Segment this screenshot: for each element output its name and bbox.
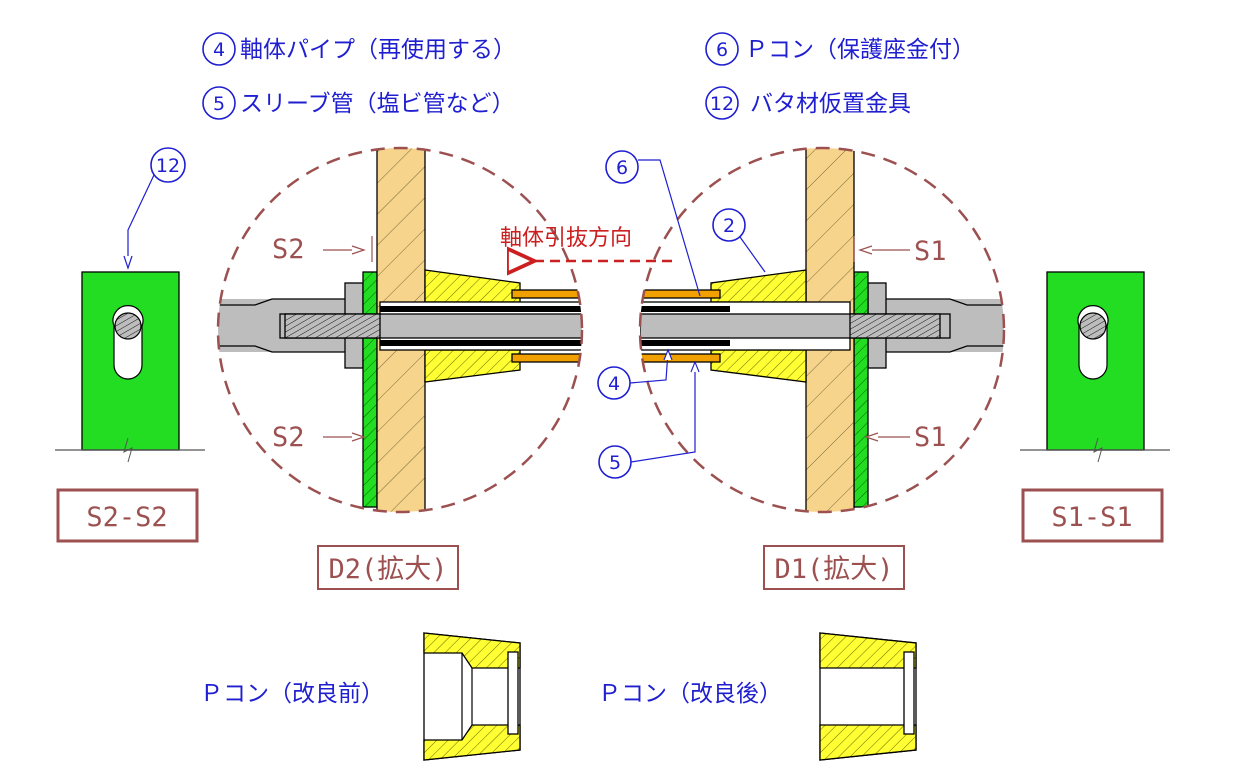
detail-circle: [216, 146, 584, 514]
d2-clipped-content: [218, 148, 582, 512]
bolt-section: [1079, 312, 1107, 340]
sleeve-upper: [640, 289, 721, 299]
rod-outline: [862, 298, 1004, 306]
rod-outline: [862, 345, 1004, 353]
callout-leader: [638, 159, 701, 297]
section-arrow-head: [864, 432, 879, 442]
legend-item-12: 12 バタ材仮置金具: [705, 86, 911, 120]
legend-number-circle: [705, 86, 739, 120]
callout-number: 4: [608, 373, 620, 395]
rod-outline: [218, 298, 360, 306]
legend-item-4: 4 軸体パイプ（再使用する）: [202, 32, 516, 66]
pipe-wall-upper: [380, 306, 582, 312]
callout-circle: [605, 150, 639, 184]
callout-4: 4: [597, 348, 673, 400]
s2-s2-view: 12 S2-S2: [55, 147, 205, 543]
callout-number: 2: [723, 215, 735, 237]
detail-circle: [638, 146, 1006, 514]
callout-leader: [127, 174, 155, 262]
view-title-box: [763, 545, 905, 590]
rod-thread: [849, 313, 941, 339]
legend-item-6: 6 Ｐコン（保護座金付）: [705, 32, 975, 66]
rod-outline: [218, 345, 360, 353]
legend-item-5: 5 スリーブ管（塩ビ管など）: [202, 86, 515, 120]
section-mark: S1: [914, 236, 947, 267]
cone-section-lower: [819, 724, 917, 761]
bolt-section: [114, 312, 142, 340]
callout-circle-12: [150, 147, 186, 183]
p-cone-lower: [424, 349, 521, 383]
p-cone-before-label: Ｐコン（改良前）: [200, 681, 384, 707]
view-title-box: [317, 545, 459, 590]
section-arrow-head: [858, 245, 873, 255]
leader-arrow: [663, 348, 673, 361]
legend-number: 4: [213, 39, 225, 61]
p-cone-lower: [710, 349, 807, 383]
view-title: S2-S2: [86, 502, 167, 533]
callout-2: 2: [712, 208, 766, 273]
withdrawal-direction: 軸体引抜方向: [500, 226, 672, 261]
section-mark: S2: [272, 422, 305, 453]
legend-text: 軸体パイプ（再使用する）: [240, 37, 516, 63]
pipe-wall-lower: [380, 340, 582, 346]
s1-s1-view: S1-S1: [1020, 271, 1170, 543]
sleeve-upper: [511, 289, 582, 299]
legend-number: 6: [716, 39, 728, 61]
view-title: D2(拡大): [328, 554, 447, 585]
section-arrow-head: [351, 245, 366, 255]
d2-detail: S2 S2 D2(拡大): [216, 146, 584, 590]
sleeve-lower: [640, 353, 721, 363]
legend-number-circle: [705, 32, 739, 66]
legend-number-circle: [202, 32, 236, 66]
callout-6: 6: [605, 150, 701, 297]
legend: 4 軸体パイプ（再使用する） 5 スリーブ管（塩ビ管など） 6 Ｐコン（保護座金…: [202, 32, 975, 120]
section-mark: S2: [272, 234, 305, 265]
sleeve-lower: [511, 353, 582, 363]
break-mark: [123, 437, 133, 463]
callout-leader: [739, 236, 766, 273]
callout-5: 5: [598, 360, 700, 479]
arrow-label: 軸体引抜方向: [500, 226, 632, 251]
leader-arrow: [123, 255, 133, 270]
legend-number: 5: [213, 93, 225, 115]
cone-section-upper: [819, 632, 917, 669]
leader-arrow: [690, 360, 700, 373]
pipe-wall-upper: [640, 306, 730, 312]
callout-number: 6: [616, 157, 628, 179]
view-title: S1-S1: [1051, 502, 1132, 533]
callout-leader: [629, 351, 669, 384]
view-title-box: [1021, 488, 1164, 543]
cone-washer: [903, 651, 915, 735]
legend-number-circle: [202, 86, 236, 120]
p-cone-after-label: Ｐコン（改良後）: [598, 681, 782, 707]
section-mark: S1: [914, 422, 947, 453]
d1-detail: S1 S1 D1(拡大): [638, 146, 1006, 590]
callout-circle: [712, 208, 746, 242]
legend-text: Ｐコン（保護座金付）: [745, 37, 975, 63]
callout-number: 5: [609, 452, 621, 474]
d1-clipped-content: [640, 148, 1004, 512]
legend-text: スリーブ管（塩ビ管など）: [240, 91, 515, 117]
pipe-wall-lower: [640, 340, 730, 346]
form-plate: [362, 271, 378, 508]
break-mark: [1093, 437, 1103, 463]
callout-number: 12: [156, 155, 180, 177]
p-cone-before: Ｐコン（改良前）: [200, 632, 521, 761]
legend-number: 12: [710, 93, 734, 115]
callout-leader: [630, 364, 696, 463]
legend-text: バタ材仮置金具: [750, 91, 911, 117]
p-cone-upper: [424, 269, 521, 303]
cone-washer: [507, 651, 519, 735]
section-arrow-head: [351, 432, 366, 442]
form-plate: [853, 271, 869, 508]
view-title-box: [56, 488, 199, 543]
view-title: D1(拡大): [774, 554, 893, 585]
rod-thread: [284, 313, 381, 339]
p-cone-after: Ｐコン（改良後）: [598, 632, 917, 761]
p-cone-upper: [710, 269, 807, 303]
